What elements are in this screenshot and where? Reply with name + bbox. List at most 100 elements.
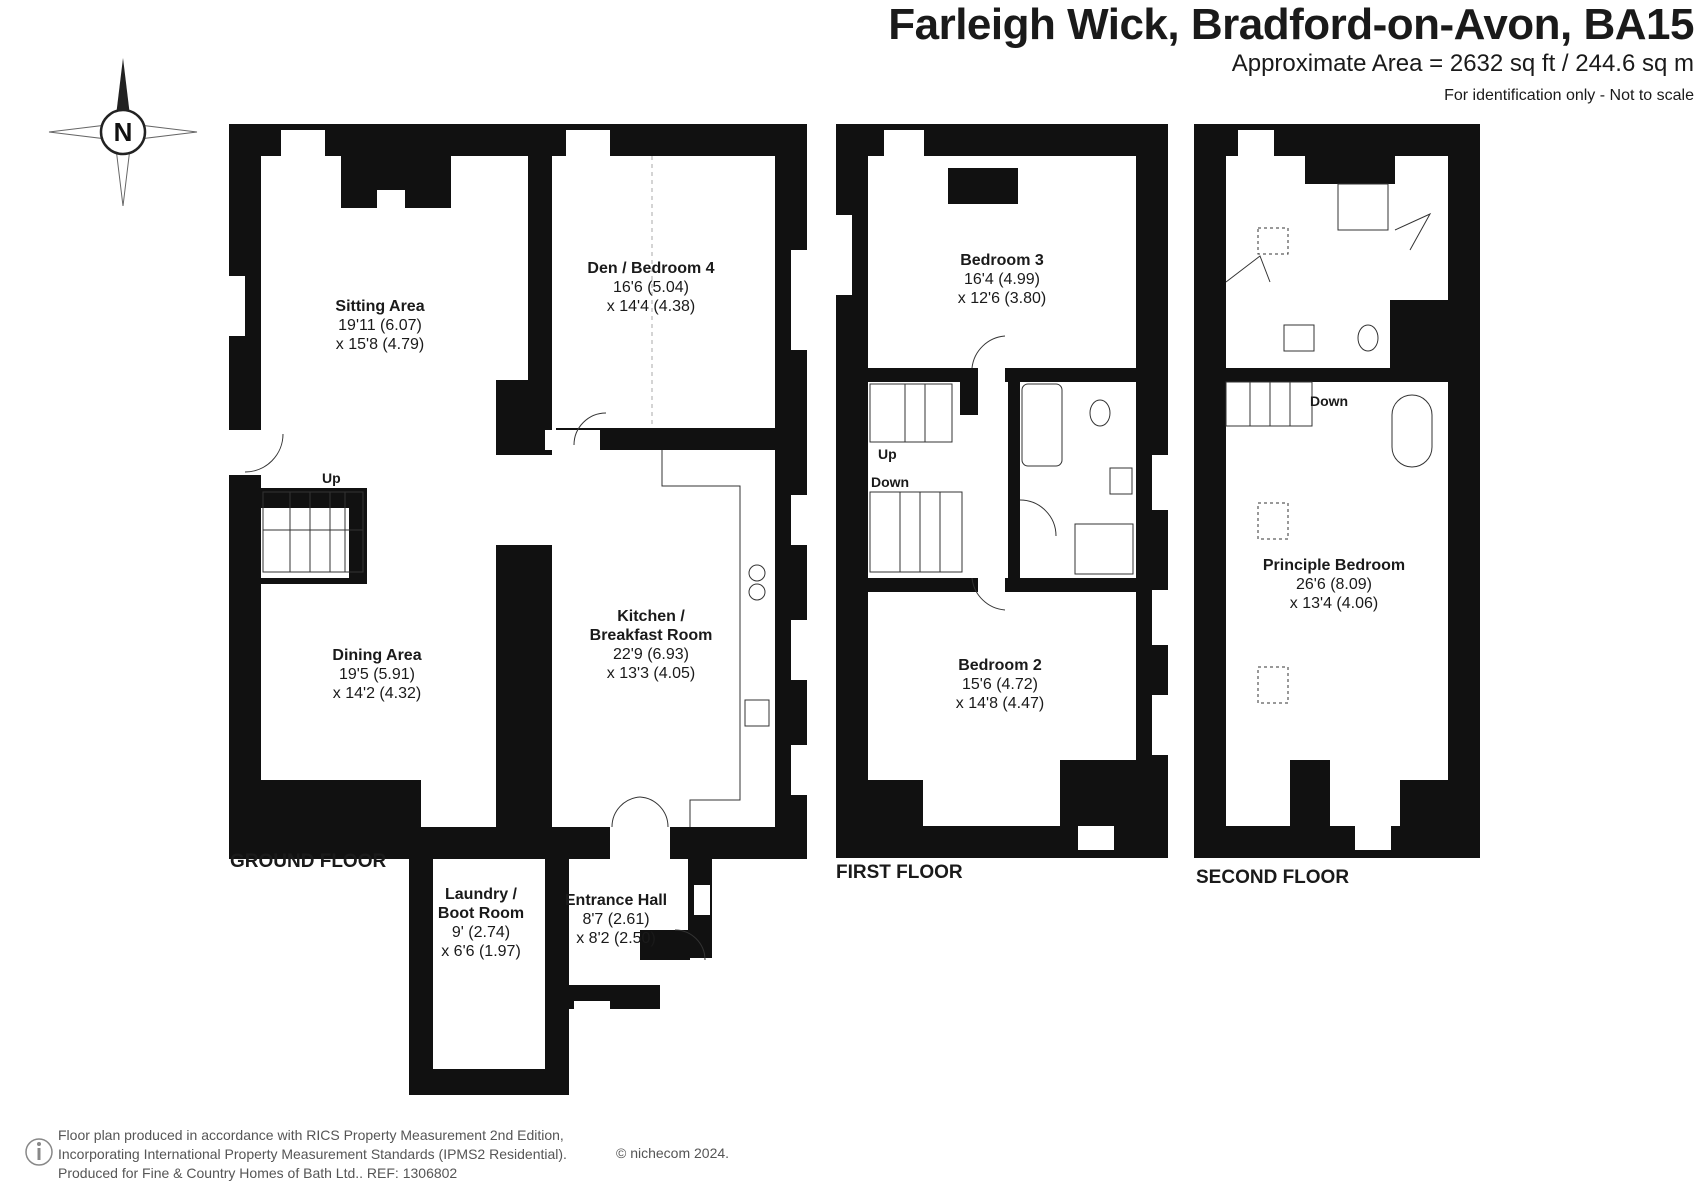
room-kitchen: Kitchen / Breakfast Room 22'9 (6.93) x 1… xyxy=(590,607,713,683)
room-sitting-area: Sitting Area 19'11 (6.07) x 15'8 (4.79) xyxy=(335,297,424,354)
second-floor-walls xyxy=(1194,124,1480,858)
plan-shape xyxy=(836,826,1168,858)
plan-shape xyxy=(229,124,807,156)
second-floor-plan xyxy=(1194,124,1480,858)
plan-shape xyxy=(640,930,690,960)
door-opening xyxy=(610,827,670,859)
first-stairs xyxy=(869,383,963,573)
plan-shape xyxy=(1008,382,1020,592)
window xyxy=(1152,455,1168,510)
first-doors xyxy=(971,335,1057,611)
first-floor-openings xyxy=(836,130,1168,850)
window xyxy=(229,276,245,336)
plan-shape xyxy=(1257,666,1289,704)
ground-floor-plan xyxy=(229,124,807,1095)
plan-shape xyxy=(1019,499,1057,537)
plan-shape xyxy=(1390,300,1448,368)
room-principle-bedroom: Principle Bedroom 26'6 (8.09) x 13'4 (4.… xyxy=(1263,556,1405,613)
window xyxy=(281,130,325,156)
plan-shape xyxy=(1337,183,1389,231)
plan-shape xyxy=(1357,324,1379,352)
window xyxy=(566,130,610,156)
ground-floor-openings xyxy=(229,130,807,1021)
plan-shape xyxy=(1005,578,1136,592)
room-dim: x 15'8 (4.79) xyxy=(335,336,425,353)
room-dim: 15'6 (4.72) xyxy=(962,676,1038,693)
plan-shape xyxy=(1194,826,1480,858)
room-name: Sitting Area xyxy=(335,298,425,315)
plan-shape xyxy=(496,545,552,827)
second-floor-openings xyxy=(1238,130,1391,850)
plan-shape xyxy=(748,583,766,601)
plan-shape xyxy=(971,335,1006,369)
room-bedroom-3: Bedroom 3 16'4 (4.99) x 12'6 (3.80) xyxy=(958,251,1046,308)
first-bathroom-fixtures xyxy=(1021,383,1134,575)
plan-shape xyxy=(1060,760,1136,826)
ground-stair xyxy=(262,491,364,573)
window xyxy=(694,885,710,915)
plan-shape xyxy=(1021,383,1063,467)
ground-floor-walls xyxy=(229,124,807,1095)
room-name: Kitchen / xyxy=(617,608,685,625)
plan-shape xyxy=(661,450,741,827)
room-dim: 19'11 (6.07) xyxy=(338,317,422,334)
plan-shape xyxy=(1194,124,1226,858)
room-name: Principle Bedroom xyxy=(1262,557,1406,574)
window xyxy=(1152,590,1168,645)
plan-shape xyxy=(868,578,978,592)
window xyxy=(1355,826,1391,850)
plan-shape xyxy=(674,929,706,961)
ground-doors xyxy=(244,412,706,961)
plan-shape xyxy=(528,124,552,384)
plan-shape xyxy=(868,780,923,826)
plan-shape xyxy=(1226,368,1448,382)
second-floor-label: SECOND FLOOR xyxy=(1196,867,1350,888)
copyright: © nichecom 2024. xyxy=(616,1145,730,1161)
door-opening xyxy=(545,430,600,450)
footer-line: Produced for Fine & Country Homes of Bat… xyxy=(58,1165,458,1181)
room-name: Boot Room xyxy=(437,905,525,922)
plan-shape xyxy=(869,491,963,573)
room-dim: x 12'6 (3.80) xyxy=(957,290,1047,307)
room-name: Den / Bedroom 4 xyxy=(587,260,715,277)
room-name: Bedroom 2 xyxy=(958,657,1042,674)
room-dim: 8'7 (2.61) xyxy=(582,911,650,928)
plan-shape xyxy=(556,428,775,450)
window xyxy=(1238,130,1274,156)
room-name: Entrance Hall xyxy=(564,892,668,909)
plan-shape xyxy=(1074,523,1134,575)
first-floor-label: FIRST FLOOR xyxy=(836,862,963,883)
plan-shape xyxy=(573,412,607,446)
plan-shape xyxy=(409,1069,567,1095)
plan-shape xyxy=(1005,368,1136,382)
first-floor-walls xyxy=(836,124,1168,858)
plan-shape xyxy=(409,830,569,836)
room-dim: 9' (2.74) xyxy=(451,924,511,941)
room-dim: x 13'4 (4.06) xyxy=(1289,595,1379,612)
plan-shape xyxy=(409,830,433,1095)
plan-shape xyxy=(1194,124,1480,156)
door-opening xyxy=(229,430,261,475)
plan-shape xyxy=(1225,255,1271,283)
room-dim: x 8'2 (2.50) xyxy=(576,930,656,947)
plan-shape xyxy=(1109,467,1133,495)
plan-shape xyxy=(748,564,766,582)
footer-line: Floor plan produced in accordance with R… xyxy=(58,1127,564,1143)
window xyxy=(791,250,807,350)
footer-line: Incorporating International Property Mea… xyxy=(58,1146,567,1162)
area-summary: Approximate Area = 2632 sq ft / 244.6 sq… xyxy=(1231,50,1694,77)
room-den-bedroom-4: Den / Bedroom 4 16'6 (5.04) x 14'4 (4.38… xyxy=(587,259,714,316)
room-dim: x 6'6 (1.97) xyxy=(441,943,521,960)
plan-shape xyxy=(1400,780,1448,826)
plan-shape xyxy=(775,124,807,859)
room-entrance-hall: Entrance Hall 8'7 (2.61) x 8'2 (2.50) xyxy=(565,891,667,948)
plan-shape xyxy=(1257,502,1289,540)
compass-north-point xyxy=(115,58,131,124)
window xyxy=(791,745,807,795)
plan-shape xyxy=(611,796,641,828)
plan-shape xyxy=(869,383,953,443)
plan-shape xyxy=(545,830,569,1000)
plan-shape xyxy=(496,380,552,455)
room-dim: 19'5 (5.91) xyxy=(338,666,415,683)
plan-shape xyxy=(1391,394,1433,468)
